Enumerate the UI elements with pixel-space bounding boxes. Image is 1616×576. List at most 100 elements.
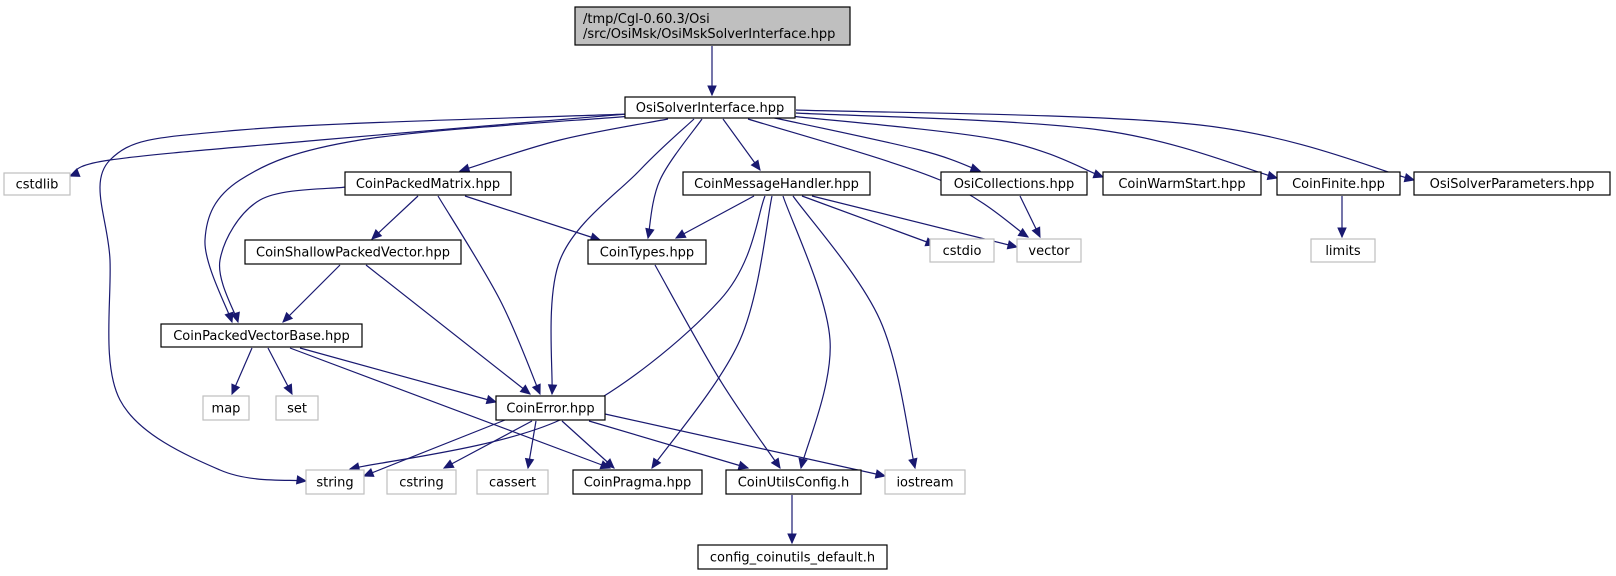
node-coinutilsconfig[interactable]: CoinUtilsConfig.h: [725, 469, 862, 495]
edge-arrowhead: [442, 459, 455, 469]
edges-layer: [68, 46, 1416, 545]
edge-coinpackedmatrix-to-coinshallowpackedvector: [371, 195, 419, 240]
node-box: [682, 171, 871, 196]
node-coinpackedmatrix[interactable]: CoinPackedMatrix.hpp: [344, 171, 512, 196]
node-root[interactable]: /tmp/Cgl-0.60.3/Osi/src/OsiMsk/OsiMskSol…: [574, 6, 851, 46]
edge-line: [747, 118, 1029, 238]
edge-line: [561, 420, 615, 469]
edge-line: [782, 195, 831, 469]
edge-osisolverinterface-to-cstdlib: [68, 112, 641, 177]
node-osisolverparameters[interactable]: OsiSolverParameters.hpp: [1413, 171, 1611, 196]
edge-arrowhead: [362, 468, 375, 477]
edge-arrowhead: [908, 457, 918, 470]
node-box: [697, 544, 888, 570]
node-cstdlib: cstdlib: [3, 172, 71, 196]
edge-arrowhead: [524, 457, 535, 470]
edge-line: [464, 195, 601, 241]
node-box: [1413, 171, 1611, 196]
edge-arrowhead: [68, 168, 81, 177]
node-box: [624, 96, 796, 119]
edge-arrowhead: [874, 469, 887, 479]
edge-line: [289, 347, 611, 469]
edge-arrowhead: [645, 227, 655, 240]
node-coinerror[interactable]: CoinError.hpp: [495, 395, 606, 421]
edge-coinmessagehandler-to-cointypes: [674, 195, 755, 239]
node-coinmessagehandler[interactable]: CoinMessageHandler.hpp: [682, 171, 871, 196]
edge-coinpackedmatrix-to-coinpackedvectorbase: [218, 186, 347, 324]
edge-arrowhead: [458, 163, 471, 173]
edge-arrowhead: [485, 394, 498, 405]
edge-line: [299, 347, 497, 403]
node-map: map: [202, 395, 250, 421]
node-box: [572, 469, 703, 495]
node-iostream: iostream: [884, 469, 966, 495]
edge-line: [769, 116, 981, 172]
node-box: [305, 469, 365, 495]
edge-arrowhead: [969, 163, 982, 173]
node-label: cstring: [399, 476, 443, 491]
edge-line: [795, 112, 1278, 179]
edge-coinpackedvectorbase-to-coinerror: [299, 347, 498, 405]
node-box: [495, 395, 606, 421]
node-coinpragma[interactable]: CoinPragma.hpp: [572, 469, 703, 495]
node-limits: limits: [1310, 238, 1376, 263]
edge-coinmessagehandler-to-cstdio: [801, 195, 937, 247]
edge-coinutilsconfig-to-config_coinutils_default: [787, 495, 797, 545]
edge-coinerror-to-cstring: [442, 420, 533, 469]
node-label: CoinPragma.hpp: [584, 476, 692, 491]
node-label: CoinPackedVectorBase.hpp: [173, 329, 350, 344]
edge-coinfinite-to-limits: [1337, 196, 1347, 239]
node-box: [160, 323, 363, 348]
edge-cointypes-to-coinutilsconfig: [654, 264, 781, 470]
node-cointypes[interactable]: CoinTypes.hpp: [587, 239, 707, 265]
node-set: set: [275, 395, 319, 421]
node-coinpackedvectorbase[interactable]: CoinPackedVectorBase.hpp: [160, 323, 363, 348]
node-coinshallowpackedvector[interactable]: CoinShallowPackedVector.hpp: [244, 239, 462, 265]
edge-arrowhead: [1031, 226, 1041, 239]
edge-arrowhead: [750, 159, 761, 171]
node-box: [275, 395, 319, 421]
node-label: CoinWarmStart.hpp: [1118, 177, 1245, 192]
node-label: vector: [1028, 244, 1070, 259]
edge-coinmessagehandler-to-coinutilsconfig: [782, 195, 831, 470]
node-vector: vector: [1016, 238, 1082, 263]
node-cassert: cassert: [476, 469, 549, 495]
node-box: [884, 469, 966, 495]
node-label: /tmp/Cgl-0.60.3/Osi: [583, 12, 710, 27]
node-osisolverinterface[interactable]: OsiSolverInterface.hpp: [624, 96, 796, 119]
node-label: CoinMessageHandler.hpp: [694, 177, 859, 192]
node-osicollections[interactable]: OsiCollections.hpp: [940, 171, 1088, 196]
edge-line: [654, 264, 781, 469]
node-coinwarmstart[interactable]: CoinWarmStart.hpp: [1102, 171, 1262, 196]
edge-arrowhead: [519, 384, 531, 395]
node-box: [1276, 171, 1401, 196]
node-label: config_coinutils_default.h: [710, 551, 875, 566]
edge-line: [588, 420, 749, 469]
edge-arrowhead: [798, 457, 808, 470]
edge-coinerror-to-string: [362, 419, 506, 477]
edge-line: [801, 195, 936, 246]
node-label: set: [287, 402, 307, 417]
node-coinfinite[interactable]: CoinFinite.hpp: [1276, 171, 1401, 196]
edge-arrowhead: [547, 384, 558, 396]
edge-arrowhead: [1092, 169, 1105, 179]
edge-line: [204, 115, 633, 323]
edge-coinshallowpackedvector-to-coinerror: [365, 264, 531, 395]
edge-coinerror-to-coinpragma: [561, 420, 615, 469]
node-config_coinutils_default[interactable]: config_coinutils_default.h: [697, 544, 888, 570]
node-box: [1310, 238, 1376, 263]
edge-coinerror-to-coinutilsconfig: [588, 420, 750, 470]
edge-arrowhead: [531, 383, 541, 396]
node-label: CoinUtilsConfig.h: [738, 476, 850, 491]
node-box: [3, 172, 71, 196]
edge-arrowhead: [603, 458, 615, 469]
node-label: cstdio: [943, 244, 982, 259]
edge-arrowhead: [1017, 227, 1030, 238]
node-label: CoinShallowPackedVector.hpp: [256, 246, 450, 261]
edge-arrowhead: [674, 229, 687, 239]
node-box: [574, 6, 851, 46]
edge-line: [371, 195, 419, 240]
edge-line: [99, 113, 629, 482]
edge-line: [349, 195, 766, 470]
edge-arrowhead: [1337, 227, 1347, 239]
